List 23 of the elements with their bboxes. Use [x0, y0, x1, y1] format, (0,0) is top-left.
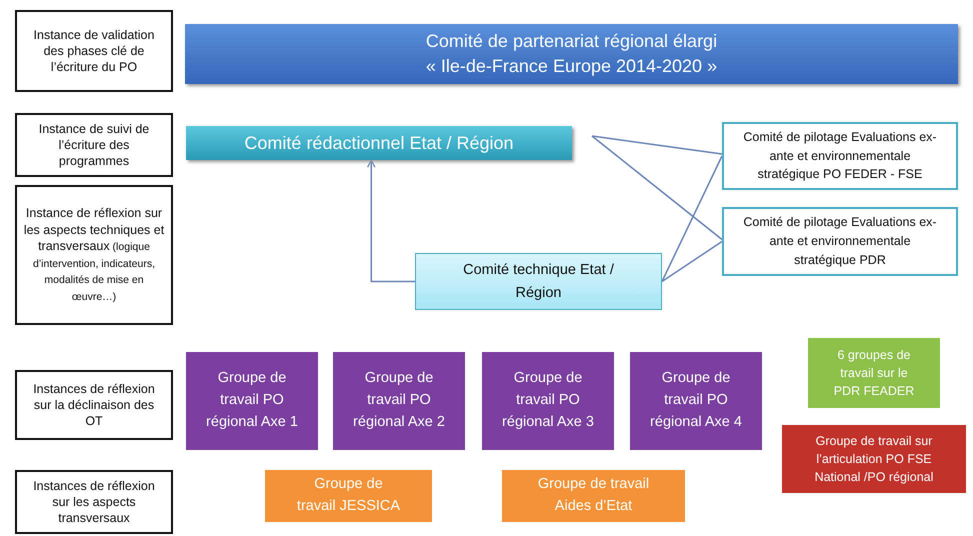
- level-label-box: Instances de réflexion sur la déclinaison des OT: [15, 370, 173, 440]
- steering-committee-box: Comité de pilotage Evaluations ex-ante et environnementale stratégique PDR: [722, 207, 958, 276]
- working-group-box: Groupe de travail Aides d’Etat: [502, 470, 685, 522]
- working-group-box: Groupe de travail PO régional Axe 2: [333, 352, 465, 450]
- working-group-box: Groupe de travail PO régional Axe 1: [186, 352, 318, 450]
- arrow: [367, 159, 415, 282]
- connector-line: [592, 135, 722, 155]
- connector-line: [661, 156, 723, 282]
- working-group-box: Groupe de travail JESSICA: [265, 470, 432, 522]
- connector-line: [662, 240, 722, 282]
- committee-banner: Comité de partenariat régional élargi « Ile-de-France Europe 2014-2020 »: [185, 24, 958, 84]
- committee-box: Comité technique Etat / Région: [415, 253, 662, 310]
- level-label-box: Instance de suivi de l’écriture des programmes: [15, 113, 173, 177]
- steering-committee-box: Comité de pilotage Evaluations ex-ante et environnementale stratégique PO FEDER - FSE: [722, 122, 958, 190]
- working-group-box: 6 groupes de travail sur le PDR FEADER: [808, 338, 940, 408]
- level-label-box: Instance de validation des phases clé de l’écriture du PO: [15, 10, 173, 92]
- committee-box: Comité rédactionnel Etat / Région: [186, 126, 572, 160]
- working-group-box: Groupe de travail sur l’articulation PO FSE National /PO régional: [782, 425, 966, 493]
- connector-line: [592, 135, 722, 240]
- level-label-box: Instances de réflexion sur les aspects transversaux: [15, 470, 173, 534]
- level-label-box: Instance de réflexion sur les aspects techniques et transversaux (logique d’intervention, indicateurs, modalités de mise en œuvre…): [15, 185, 173, 325]
- working-group-box: Groupe de travail PO régional Axe 4: [630, 352, 762, 450]
- working-group-box: Groupe de travail PO régional Axe 3: [482, 352, 614, 450]
